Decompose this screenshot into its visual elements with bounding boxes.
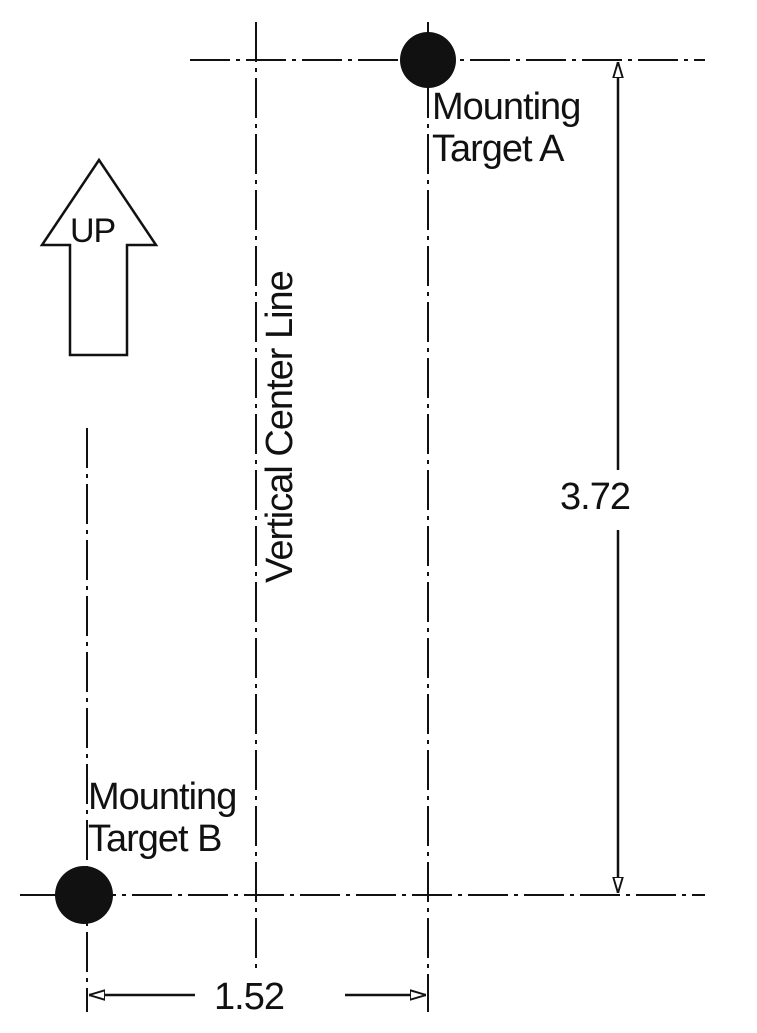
up-arrow-icon xyxy=(42,160,156,355)
up-arrow-label: UP xyxy=(70,210,115,252)
mounting-target-a-label-line2: Target A xyxy=(432,128,580,170)
mounting-target-b-label: Mounting Target B xyxy=(88,776,236,860)
dimension-vertical-label: 3.72 xyxy=(556,476,634,518)
mounting-target-a-label-line1: Mounting xyxy=(432,86,580,128)
mounting-target-b-label-line2: Target B xyxy=(88,818,236,860)
mounting-target-a-dot xyxy=(400,32,456,88)
dimension-horizontal-label: 1.52 xyxy=(210,976,288,1018)
vertical-center-line-label: Vertical Center Line xyxy=(259,265,301,589)
mounting-target-a-label: Mounting Target A xyxy=(432,86,580,170)
mounting-target-b-dot xyxy=(55,866,113,924)
mounting-target-b-label-line1: Mounting xyxy=(88,776,236,818)
